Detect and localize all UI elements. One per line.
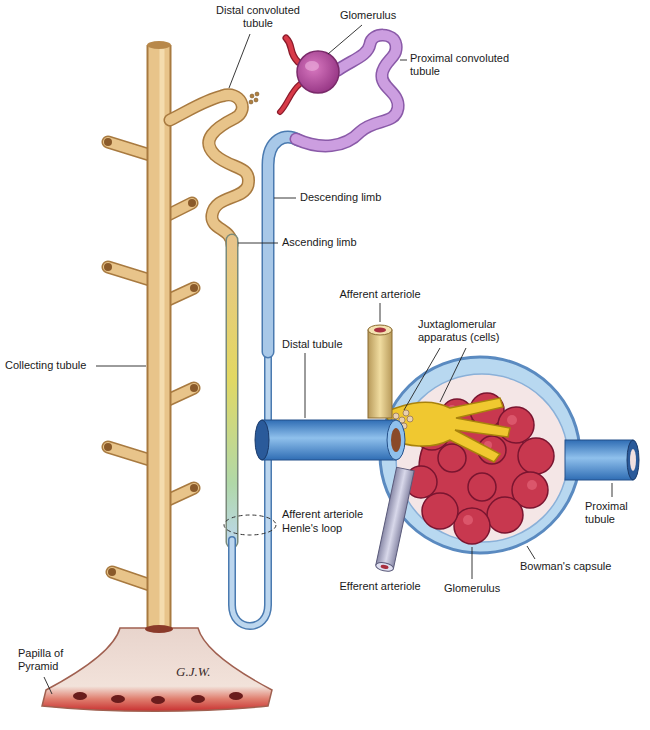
part-label: Glomerulus xyxy=(444,582,500,595)
part-label: Proximal convoluted tubule xyxy=(410,52,522,78)
part-label: Henle's loop xyxy=(282,522,342,535)
part-label: Distal convoluted tubule xyxy=(208,4,308,30)
part-label: Proximal tubule xyxy=(585,500,645,526)
part-label: Collecting tubule xyxy=(5,359,86,372)
part-label: Descending limb xyxy=(300,191,381,204)
part-label: Efferent arteriole xyxy=(330,580,430,593)
part-label: Distal tubule xyxy=(282,338,343,351)
part-label: Papilla of Pyramid xyxy=(18,647,80,673)
part-label: Glomerulus xyxy=(340,9,396,22)
part-label: Afferent arteriole xyxy=(330,288,430,301)
part-label: Afferent arteriole xyxy=(282,508,363,521)
part-label: Ascending limb xyxy=(282,236,357,249)
part-label: Bowman's capsule xyxy=(520,560,611,573)
signature: G.J.W. xyxy=(176,664,211,679)
part-label: Juxtaglomerular apparatus (cells) xyxy=(418,318,522,344)
